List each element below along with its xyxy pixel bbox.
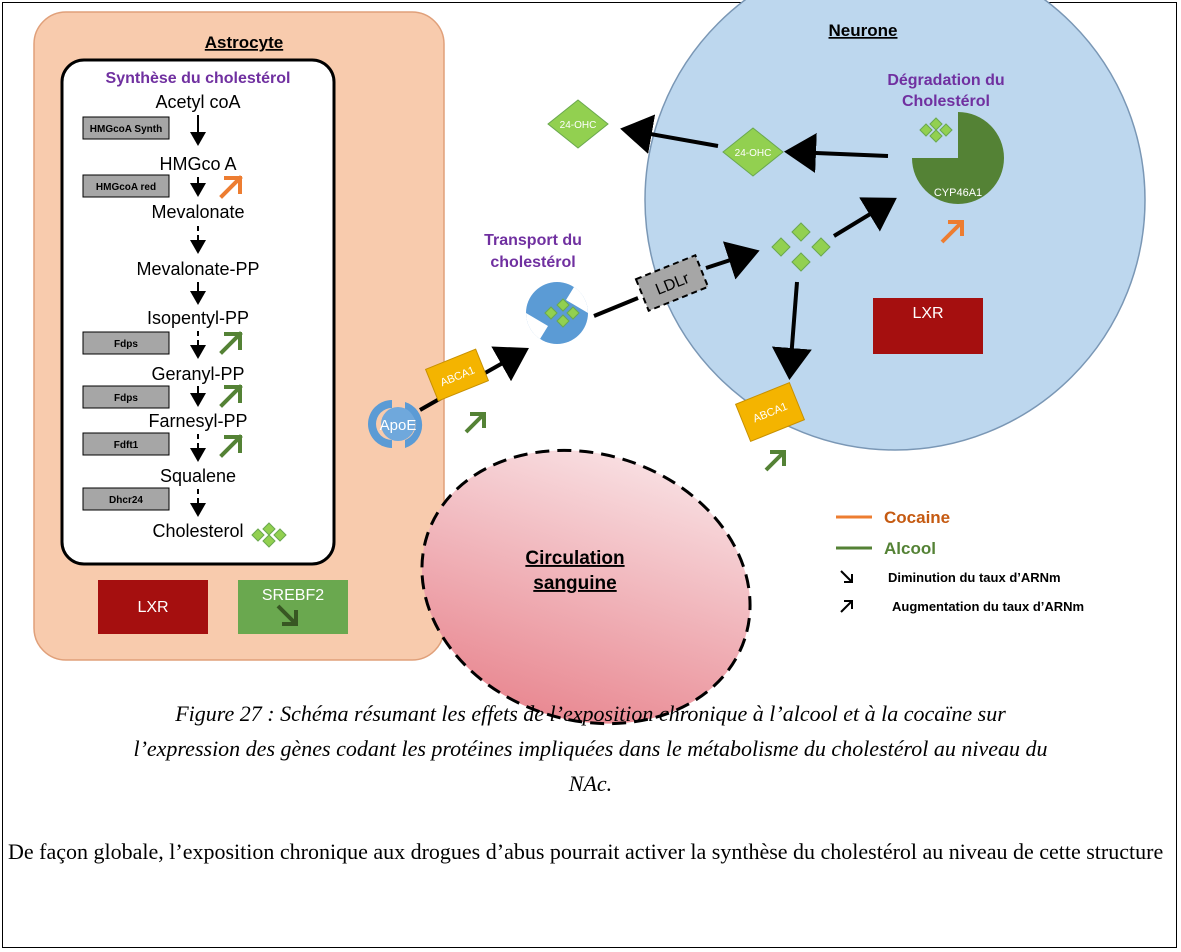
alcool-down-arrow-srebf2: [276, 604, 298, 626]
legend-down: Diminution du taux d’ARNm: [888, 570, 1061, 585]
degradation-arrow: [784, 133, 889, 173]
svg-text:Fdft1: Fdft1: [114, 440, 139, 451]
ohc-export-arrow: [620, 114, 719, 154]
astrocyte-title: Astrocyte: [205, 33, 283, 52]
caption-line-1: Figure 27 : Schéma résumant les effets d…: [175, 701, 1006, 726]
svg-text:24-OHC: 24-OHC: [735, 148, 772, 159]
legend: Cocaine Alcool Diminution du taux d’ARNm…: [836, 508, 1084, 614]
blood-title-2: sanguine: [533, 573, 616, 594]
enzyme-dhcr24: Dhcr24: [82, 487, 170, 511]
pathway-geranyl-pp: Geranyl-PP: [151, 364, 244, 384]
svg-text:24-OHC: 24-OHC: [560, 120, 597, 131]
svg-text:Fdps: Fdps: [114, 393, 138, 404]
pathway-hmgcoa: HMGco A: [159, 154, 236, 174]
blood-circulation: [420, 448, 752, 726]
legend-cocaine: Cocaine: [884, 508, 950, 527]
legend-alcool: Alcool: [884, 539, 936, 558]
to-cyp-arrow: [832, 197, 897, 238]
enzyme-hmgcoa-red: HMGcoA red: [82, 174, 170, 198]
enzyme-fdps-2: Fdps: [82, 385, 170, 409]
ldlr-receptor: LDLr: [634, 253, 710, 313]
enzyme-hmgcoa-synth: HMGcoA Synth: [82, 116, 170, 140]
ohc-inside: 24-OHC: [722, 127, 784, 177]
pathway-squalene: Squalene: [160, 466, 236, 486]
svg-text:SREBF2: SREBF2: [262, 587, 324, 604]
cholesterol-molecule-icon: [251, 522, 287, 548]
svg-text:CYP46A1: CYP46A1: [934, 187, 982, 199]
enzyme-fdps-1: Fdps: [82, 331, 170, 355]
alcool-up-arrow-abca1-neurone: [764, 450, 786, 472]
blood-title-1: Circulation: [525, 548, 624, 569]
synthesis-title: Synthèse du cholestérol: [106, 70, 291, 87]
alcool-up-arrow-fdps-2: [219, 384, 243, 408]
pathway-cholesterol: Cholesterol: [152, 521, 243, 541]
svg-text:LXR: LXR: [912, 305, 943, 322]
svg-text:HMGcoA Synth: HMGcoA Synth: [90, 124, 162, 135]
to-abca1-arrow: [771, 281, 812, 380]
enzyme-fdft1: Fdft1: [82, 432, 170, 456]
pathway-mevalonate: Mevalonate: [151, 202, 244, 222]
alcool-up-arrow-abca1-astrocyte: [464, 412, 486, 434]
astrocyte-srebf2: SREBF2: [238, 580, 348, 634]
lipoprotein-particle-icon: [525, 282, 589, 344]
alcool-up-arrow-fdft1: [219, 434, 243, 458]
pathway-mevalonate-pp: Mevalonate-PP: [136, 259, 259, 279]
neurone-cell: [644, 0, 1146, 451]
summary-paragraph: De façon globale, l’exposition chronique…: [8, 839, 1164, 864]
cyp46a1-enzyme: CYP46A1: [912, 112, 1004, 204]
uptake-line: [593, 296, 639, 318]
cholesterol-substrate-icon: [919, 117, 953, 143]
neurone-abca1: ABCA1: [734, 381, 806, 443]
svg-text:ApoE: ApoE: [380, 417, 417, 434]
caption-line-2: l’expression des gènes codant les protéi…: [133, 736, 1048, 761]
legend-down-arrow-icon: [840, 570, 853, 583]
figure-caption: Figure 27 : Schéma résumant les effets d…: [0, 696, 1181, 801]
legend-up: Augmentation du taux d’ARNm: [892, 599, 1084, 614]
neurone-cholesterol-icon: [771, 222, 831, 272]
svg-text:Fdps: Fdps: [114, 339, 138, 350]
cocaine-up-arrow-hmgcoa: [219, 175, 243, 199]
cocaine-up-arrow-cyp46a1: [940, 220, 964, 244]
svg-text:Dhcr24: Dhcr24: [109, 495, 143, 506]
neurone-lxr: LXR: [873, 298, 983, 354]
astrocyte-lxr: LXR: [98, 580, 208, 634]
pathway-isopentyl-pp: Isopentyl-PP: [147, 308, 249, 328]
degradation-title-1: Dégradation du: [887, 72, 1004, 89]
pathway-acetylcoa: Acetyl coA: [155, 92, 240, 112]
neurone-title: Neurone: [829, 21, 898, 40]
svg-text:HMGcoA red: HMGcoA red: [96, 182, 156, 193]
degradation-title-2: Cholestérol: [902, 93, 990, 110]
transport-title-1: Transport du: [484, 232, 582, 249]
pathway-regulation-arrows: [219, 175, 243, 458]
astrocyte-abca1: ABCA1: [424, 348, 490, 402]
apoe-icon: ApoE: [368, 400, 423, 448]
legend-up-arrow-icon: [840, 600, 853, 613]
ohc-outside: 24-OHC: [547, 99, 609, 149]
uptake-arrow: [705, 241, 760, 280]
svg-text:LXR: LXR: [137, 599, 168, 616]
caption-line-3: NAc.: [568, 771, 613, 796]
alcool-up-arrow-fdps-1: [219, 331, 243, 355]
pathway-farnesyl-pp: Farnesyl-PP: [148, 411, 247, 431]
transport-title-2: cholestérol: [490, 254, 575, 271]
